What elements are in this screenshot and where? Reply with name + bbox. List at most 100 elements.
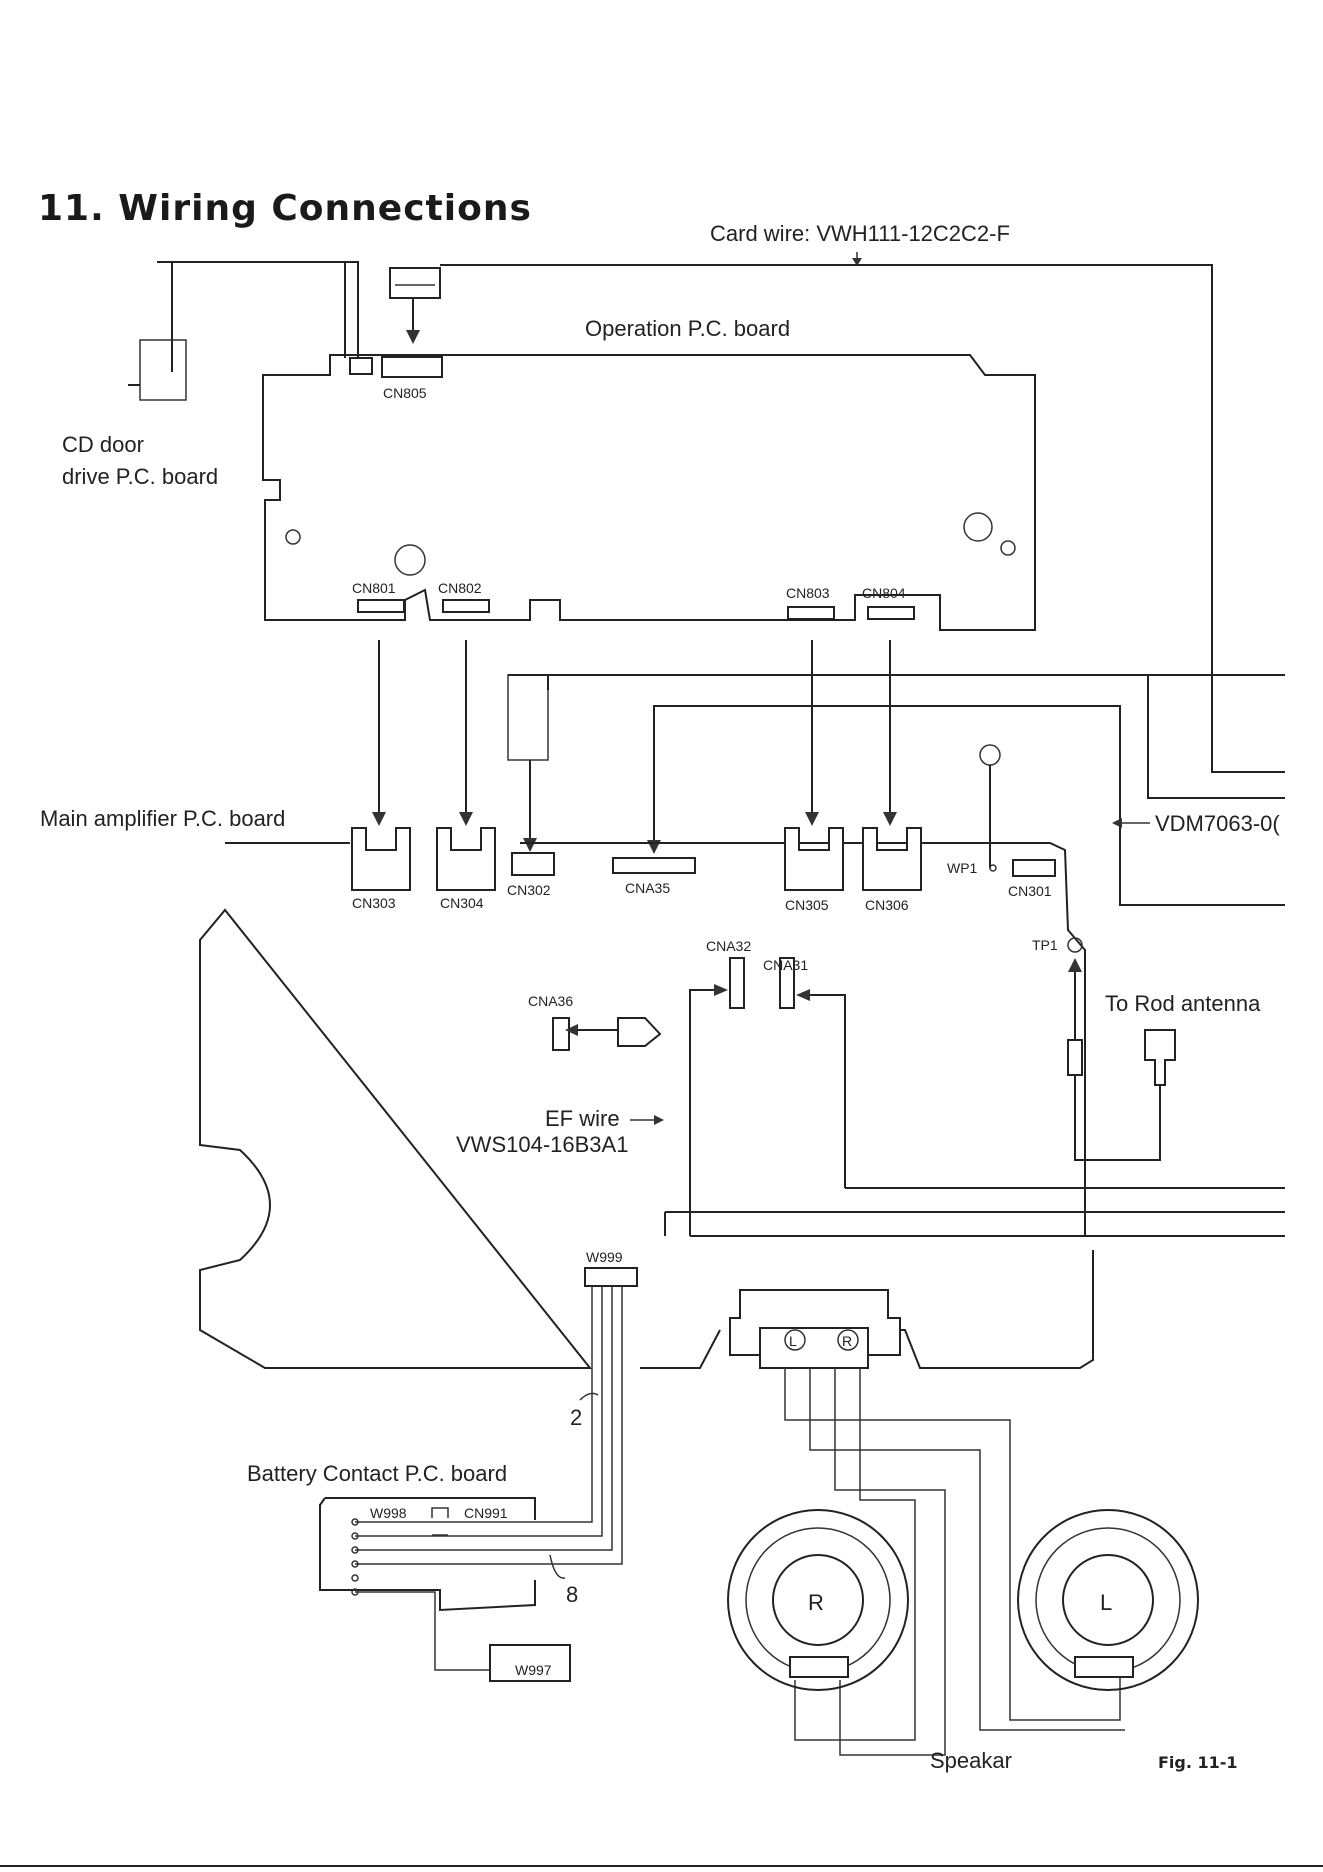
cn991-label: CN991 xyxy=(464,1505,508,1521)
cn801-label: CN801 xyxy=(352,580,396,596)
arrowhead xyxy=(372,812,386,826)
arrowhead xyxy=(714,984,728,996)
terminal-r-label: R xyxy=(842,1333,852,1349)
antenna-wire xyxy=(1074,1060,1161,1161)
cd-door-board xyxy=(139,339,187,401)
contact-point xyxy=(351,1546,359,1554)
w999-label: W999 xyxy=(586,1249,623,1265)
cn805-label: CN805 xyxy=(383,385,427,401)
tp1-terminal xyxy=(1067,937,1083,953)
page-title: 11. Wiring Connections xyxy=(38,188,532,229)
cna32-label: CNA32 xyxy=(706,938,751,954)
battery-board-label: Battery Contact P.C. board xyxy=(247,1461,507,1486)
cna32-connector xyxy=(729,957,745,1009)
cn301-label: CN301 xyxy=(1008,883,1052,899)
battery-board-outline xyxy=(319,1497,536,1612)
card-wire-plug xyxy=(389,267,441,299)
vdm-label: VDM7063-0( xyxy=(1155,811,1280,836)
speaker-l-outer xyxy=(1017,1509,1199,1691)
ef-wire-cna32 xyxy=(689,989,720,1236)
cd-door-flex xyxy=(157,261,359,372)
w999-wire-bundle xyxy=(355,1286,623,1565)
antenna-plug xyxy=(1067,1039,1083,1076)
arrowhead xyxy=(883,812,897,826)
terminal-l-circle xyxy=(784,1329,806,1351)
cna36-label: CNA36 xyxy=(528,993,573,1009)
speaker-r-label: R xyxy=(808,1590,824,1615)
rod-antenna-connector xyxy=(1144,1029,1176,1086)
cn803-connector xyxy=(787,606,835,620)
w999-connector xyxy=(584,1267,638,1287)
ef-wire-route-outer xyxy=(664,1211,1285,1236)
cn302-connector xyxy=(511,852,555,876)
cn801-connector xyxy=(357,599,405,613)
speaker-wires xyxy=(784,1368,1125,1756)
w997-board xyxy=(489,1644,571,1682)
arrowhead xyxy=(1068,958,1082,972)
cn302-plug xyxy=(507,674,549,761)
cna36-connector xyxy=(552,1017,570,1051)
cn304-connector xyxy=(436,827,496,891)
cna35-connector xyxy=(612,857,696,874)
terminal-l-label: L xyxy=(789,1333,797,1349)
cn302-label: CN302 xyxy=(507,882,551,898)
cn803-label: CN803 xyxy=(786,585,830,601)
cd-door-label-2: drive P.C. board xyxy=(62,464,218,489)
ef-wire-label-1: EF wire xyxy=(545,1106,620,1131)
speaker-r-outer xyxy=(727,1509,909,1691)
cn305-connector xyxy=(784,827,844,891)
cn805-arrowhead xyxy=(406,330,420,344)
contact-point xyxy=(351,1560,359,1568)
arrowhead xyxy=(459,812,473,826)
contact-point xyxy=(351,1518,359,1526)
ef-wire-label-2: VWS104-16B3A1 xyxy=(456,1132,628,1157)
figure-label: Fig. 11-1 xyxy=(1158,1753,1238,1772)
w997-label: W997 xyxy=(515,1662,552,1678)
mount-hole xyxy=(963,512,993,542)
vdm-arrowhead xyxy=(1112,818,1122,828)
speaker-l-label: L xyxy=(1100,1590,1112,1615)
cna35-wire-route xyxy=(653,705,1285,906)
wire-count-2-pointer xyxy=(579,1392,599,1401)
rod-antenna-label: To Rod antenna xyxy=(1105,991,1261,1016)
cna31-label: CNA31 xyxy=(763,957,808,973)
contact-point xyxy=(351,1532,359,1540)
cn301-connector xyxy=(1012,859,1056,877)
wp1-point xyxy=(989,864,997,872)
arrowhead xyxy=(805,812,819,826)
arrowhead xyxy=(796,989,810,1001)
arrowhead xyxy=(565,1024,578,1036)
main-amp-label: Main amplifier P.C. board xyxy=(40,806,285,831)
cn304-label: CN304 xyxy=(440,895,484,911)
cn306-connector xyxy=(862,827,922,891)
cn805-connector xyxy=(381,356,443,378)
cn306-label: CN306 xyxy=(865,897,909,913)
speaker-label: Speakar xyxy=(930,1748,1012,1773)
tp1-label: TP1 xyxy=(1032,937,1058,953)
cn804-label: CN804 xyxy=(862,585,906,601)
operation-board-outline xyxy=(262,354,1036,631)
speaker-r-cone xyxy=(772,1554,864,1646)
arrowhead xyxy=(523,838,537,852)
cn802-connector xyxy=(442,599,490,613)
cna36-plug xyxy=(617,1017,662,1047)
vdm-wire-route xyxy=(508,674,1285,799)
wire-count-8: 8 xyxy=(566,1582,578,1607)
cn303-label: CN303 xyxy=(352,895,396,911)
cn991-connector xyxy=(431,1507,449,1536)
contact-point xyxy=(351,1574,359,1582)
cn305-label: CN305 xyxy=(785,897,829,913)
cn804-connector xyxy=(867,606,915,620)
cna35-label: CNA35 xyxy=(625,880,670,896)
speaker-l-terminal xyxy=(1074,1656,1134,1678)
card-wire-route xyxy=(440,264,1285,773)
w998-label: W998 xyxy=(370,1505,407,1521)
speaker-l-cone xyxy=(1062,1554,1154,1646)
speaker-r-terminal xyxy=(789,1656,849,1678)
terminal-r-circle xyxy=(837,1329,859,1351)
ef-wire-cna31 xyxy=(805,994,846,1188)
cd-door-connector xyxy=(349,357,373,375)
wire-count-2: 2 xyxy=(570,1405,582,1430)
arrowhead xyxy=(654,1115,664,1125)
